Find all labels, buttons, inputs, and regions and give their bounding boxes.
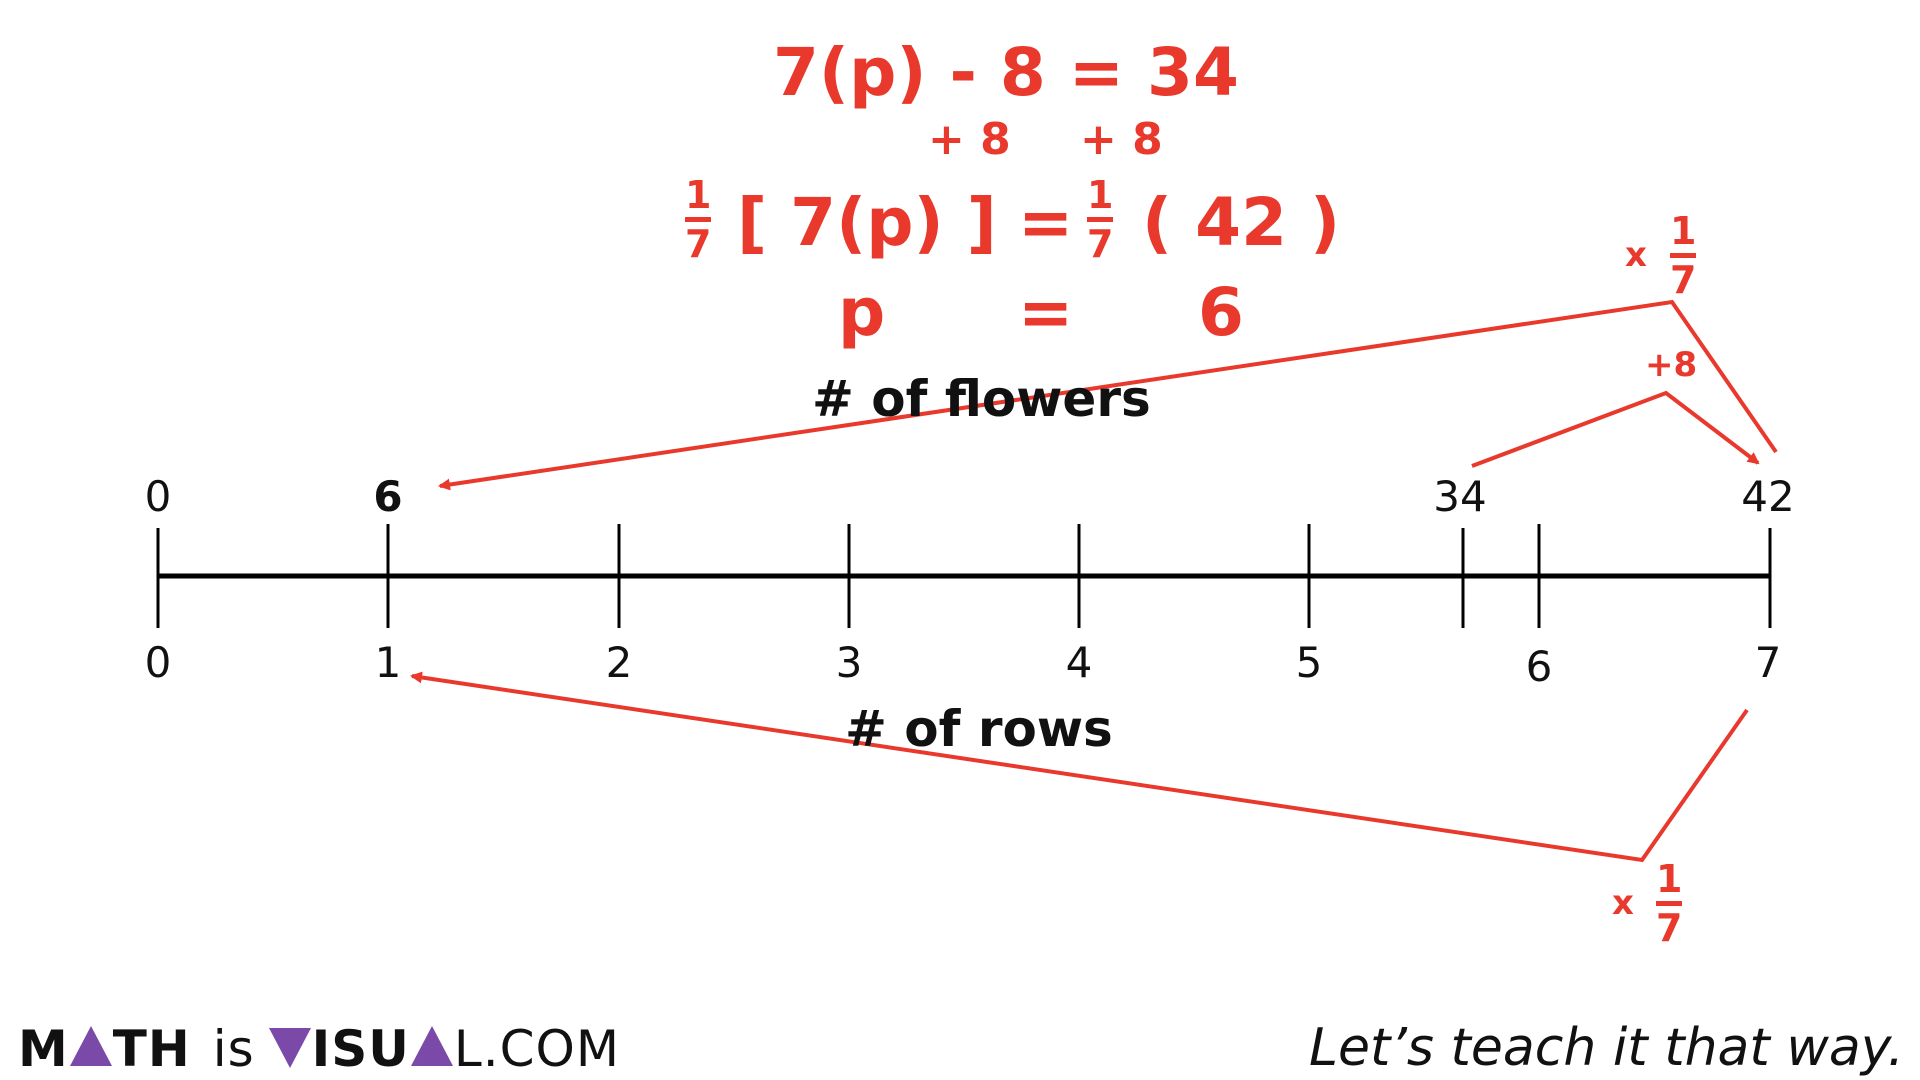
equation-line-4-value: 6 (1198, 274, 1244, 351)
bottom-number-2: 2 (605, 638, 633, 687)
arrow-scale-top (438, 299, 1778, 491)
bottom-multiply-sign: x (1612, 883, 1634, 923)
top-multiply-sign: x (1625, 235, 1647, 275)
fraction-denominator: 7 (1670, 258, 1697, 302)
top-multiply-fraction: 1 7 (1670, 209, 1697, 302)
equation-line-4-equals: = (1018, 274, 1074, 351)
fraction-numerator: 1 (685, 173, 712, 217)
top-number-6: 6 (373, 472, 403, 521)
fraction-denominator: 7 (1656, 906, 1683, 950)
equation-fraction-left: 1 7 (685, 173, 712, 266)
equation-line-3-equals: = (1018, 184, 1074, 261)
plus-eight-annotation: +8 (1645, 345, 1698, 385)
bottom-axis-label: # of rows (845, 700, 1113, 758)
fraction-denominator: 7 (1087, 222, 1114, 266)
bottom-number-0: 0 (144, 638, 172, 687)
fraction-numerator: 1 (1087, 173, 1114, 217)
arrow-plus-eight (1471, 390, 1760, 468)
top-axis-label: # of flowers (812, 370, 1151, 428)
triangle-a-icon (69, 1026, 112, 1066)
brand-letters-l-com: L.COM (453, 1020, 621, 1078)
bottom-number-4: 4 (1065, 638, 1093, 687)
bottom-multiply-fraction: 1 7 (1656, 857, 1683, 950)
top-number-34: 34 (1433, 472, 1487, 521)
bottom-number-6: 6 (1525, 642, 1553, 691)
brand-logo: M TH is ISU L.COM (18, 1020, 620, 1078)
number-line-ticks (156, 524, 1772, 628)
triangle-a-icon (410, 1026, 453, 1066)
equation-line-1: 7(p) - 8 = 34 (773, 34, 1239, 111)
equation-add-right: + 8 (1080, 114, 1163, 165)
bottom-number-1: 1 (374, 638, 402, 687)
top-number-42: 42 (1741, 472, 1795, 521)
fraction-numerator: 1 (1656, 857, 1683, 901)
bottom-number-7: 7 (1754, 638, 1782, 687)
bottom-number-5: 5 (1295, 638, 1323, 687)
equation-line-3-left: [ 7(p) ] (737, 184, 997, 261)
equation-fraction-right: 1 7 (1087, 173, 1114, 266)
brand-letters-th: TH (112, 1020, 191, 1078)
arrow-scale-bottom (410, 671, 1749, 863)
equation-line-3-right: ( 42 ) (1142, 184, 1341, 261)
brand-letters-isu: ISU (311, 1020, 410, 1078)
fraction-denominator: 7 (685, 222, 712, 266)
tagline: Let’s teach it that way. (1309, 1018, 1904, 1078)
brand-is: is (212, 1020, 255, 1078)
equation-add-left: + 8 (928, 114, 1011, 165)
equation-line-4-variable: p (838, 274, 886, 351)
brand-letter-m: M (18, 1020, 69, 1078)
top-number-0: 0 (144, 472, 172, 521)
bottom-number-3: 3 (835, 638, 863, 687)
fraction-numerator: 1 (1670, 209, 1697, 253)
triangle-v-icon (268, 1028, 311, 1068)
